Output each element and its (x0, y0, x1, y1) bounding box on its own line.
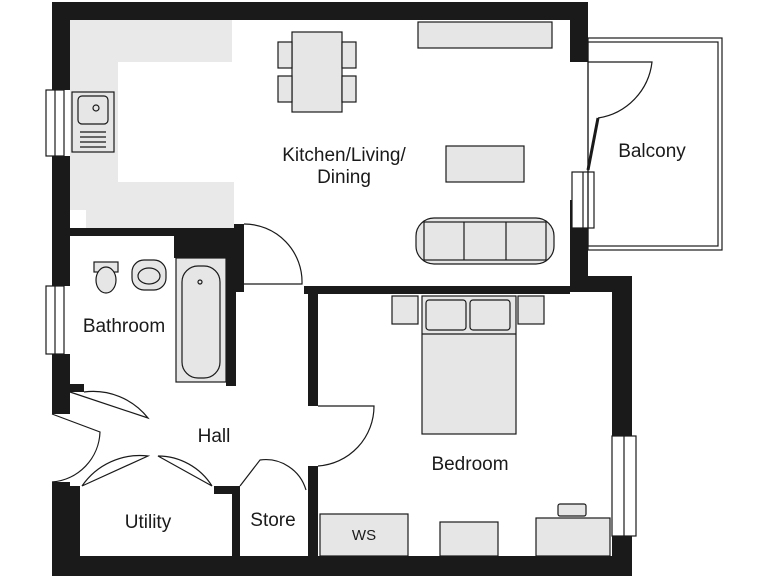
workstation-label: WS (352, 527, 376, 544)
bathroom-label: Bathroom (83, 316, 165, 337)
bed (391, 295, 545, 435)
toilet (93, 261, 119, 294)
walls (52, 2, 632, 576)
utility-label: Utility (125, 512, 172, 533)
sideboard (417, 21, 553, 49)
windows (45, 89, 637, 537)
coffee-table (445, 145, 525, 183)
store-label: Store (250, 510, 295, 531)
basin (131, 259, 167, 291)
doors (51, 61, 653, 491)
dresser (439, 521, 499, 557)
sofa (415, 217, 555, 265)
balcony-label: Balcony (618, 141, 686, 162)
hall-label: Hall (198, 426, 231, 447)
kitchen-living-dining-label: Kitchen/Living/ (282, 145, 406, 166)
kitchen-counter (70, 20, 234, 228)
bedroom-label: Bedroom (431, 454, 508, 475)
kitchen-sink (71, 91, 115, 153)
desk (535, 503, 611, 557)
balcony (587, 37, 723, 251)
kitchen-living-dining-label-line2: Dining (317, 167, 371, 188)
bathtub (175, 257, 227, 383)
workstation (319, 513, 409, 557)
dining-table (277, 31, 357, 113)
